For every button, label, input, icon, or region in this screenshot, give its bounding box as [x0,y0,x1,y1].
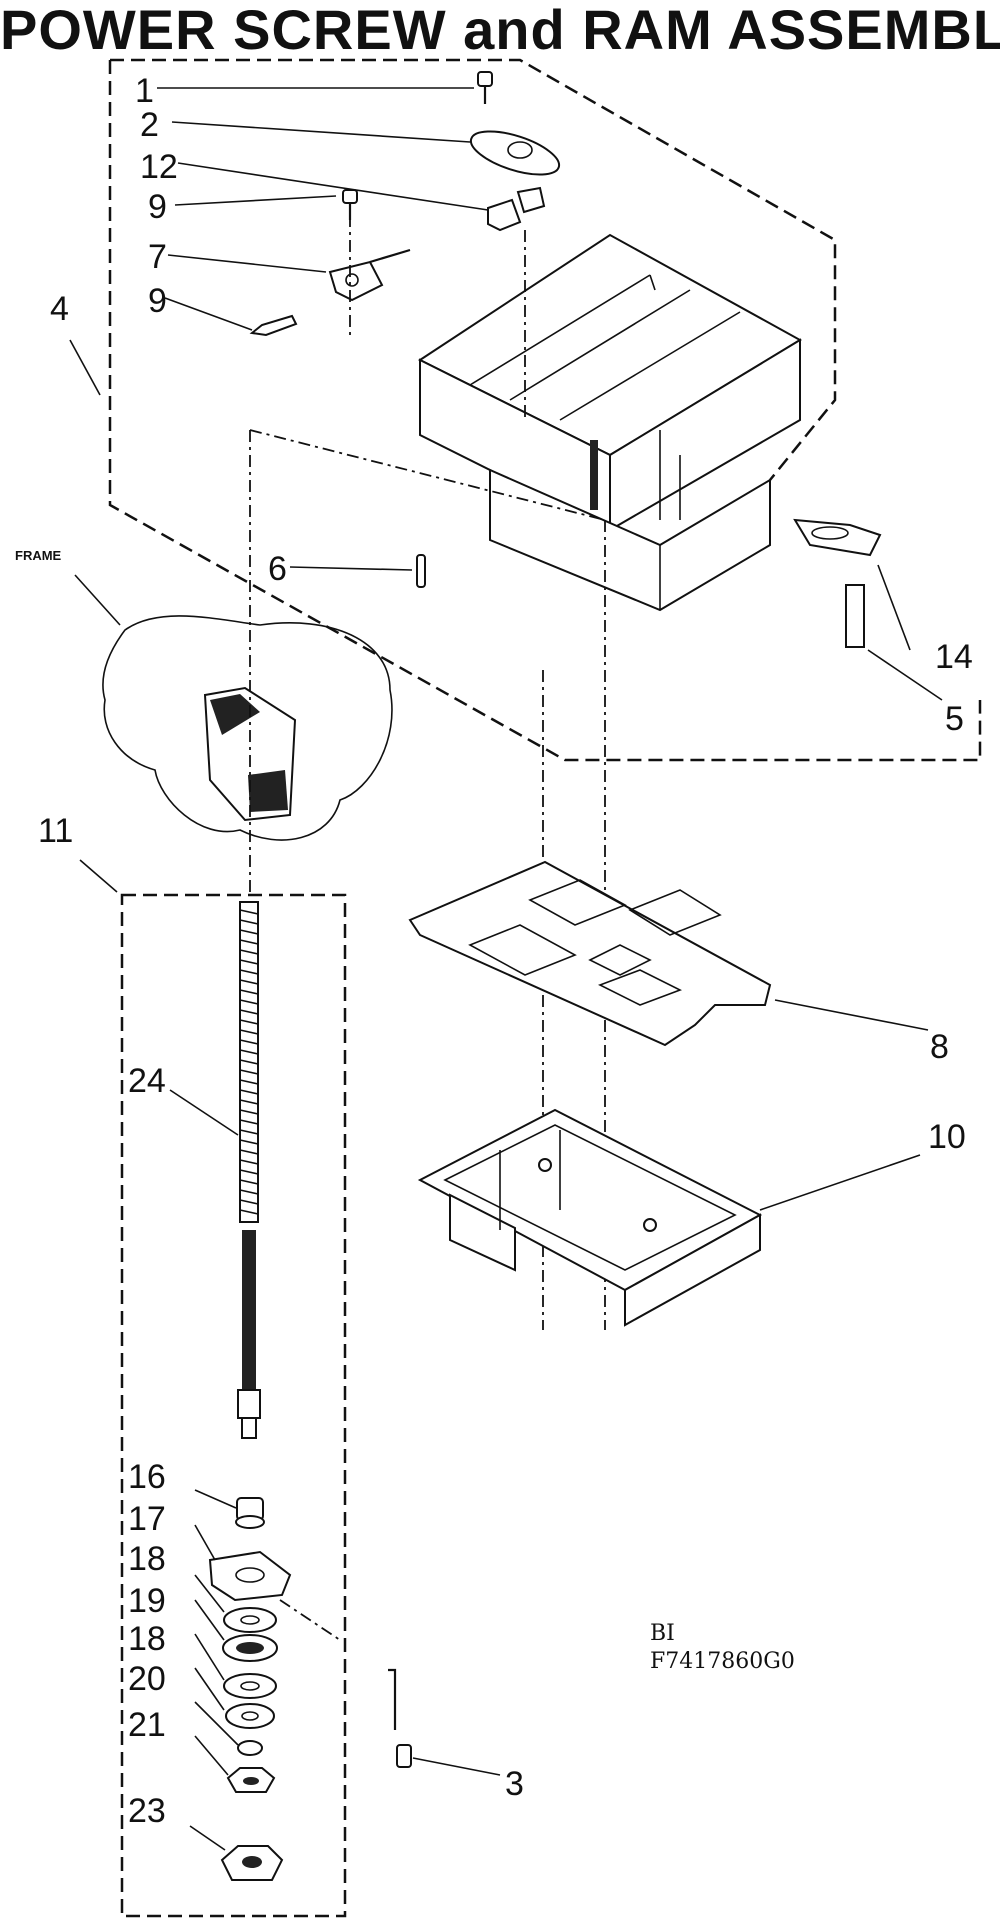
screw-part-1 [477,71,493,104]
frame-section [102,615,393,841]
callout-11: 11 [38,812,73,850]
nut-part-21-lower [226,1767,276,1793]
callout-24: 24 [128,1062,166,1100]
upper-assembly-boundary [108,58,982,762]
flange-part-17 [208,1550,292,1602]
diagram-title: POWER SCREW and RAM ASSEMBLY [0,0,1000,61]
callout-12: 12 [140,148,178,186]
screw-part-9-lower [249,314,298,337]
callout-7: 7 [148,238,167,276]
leader-lines [69,87,943,1851]
bushing-part-16 [235,1497,265,1529]
callout-8: 8 [930,1028,949,1066]
callout-5: 5 [945,700,964,738]
screw-assembly-boundary [120,893,347,1918]
callout-6: 6 [268,550,287,588]
callout-10: 10 [928,1118,966,1156]
spacer-part-5 [845,584,865,648]
bracket-part-7 [328,248,411,302]
pin-part-6 [416,554,426,588]
centerline-stack [279,1599,341,1641]
callout-20: 20 [128,1660,166,1698]
lock-washer-part-21 [237,1740,263,1756]
ram-plate-part-8 [408,860,772,1047]
washer-part-20 [225,1703,275,1729]
callout-21: 21 [128,1706,166,1744]
washer-part-18-lower [223,1673,277,1699]
screw-part-9-upper [342,189,358,220]
callout-9-upper: 9 [148,188,167,226]
callout-9-lower: 9 [148,282,167,320]
callout-23: 23 [128,1792,166,1830]
drawing-id-line1: BI [650,1621,675,1646]
frame-label: FRAME [15,548,62,563]
bearing-part-19 [222,1634,278,1662]
hex-nut-part-23 [220,1845,284,1881]
callout-4: 4 [50,290,69,328]
callout-1: 1 [135,72,154,110]
cover-plate-part-2 [469,130,561,176]
drawing-id-line2: F7417860G0 [650,1649,795,1674]
power-screw-part-24 [237,901,261,1439]
callout-19: 19 [128,1582,166,1620]
callout-18-lower: 18 [128,1620,166,1658]
key-part-14 [793,518,882,557]
washer-part-18-upper [223,1607,277,1633]
callout-18-upper: 18 [128,1540,166,1578]
tray-part-10 [417,1108,763,1327]
callout-14: 14 [935,638,973,676]
callout-2: 2 [140,106,159,144]
callout-16: 16 [128,1458,166,1496]
screw-part-3 [388,1668,412,1768]
clip-part-12 [487,186,546,232]
callout-17: 17 [128,1500,166,1538]
callout-3: 3 [505,1765,524,1803]
ram-housing [418,233,802,612]
